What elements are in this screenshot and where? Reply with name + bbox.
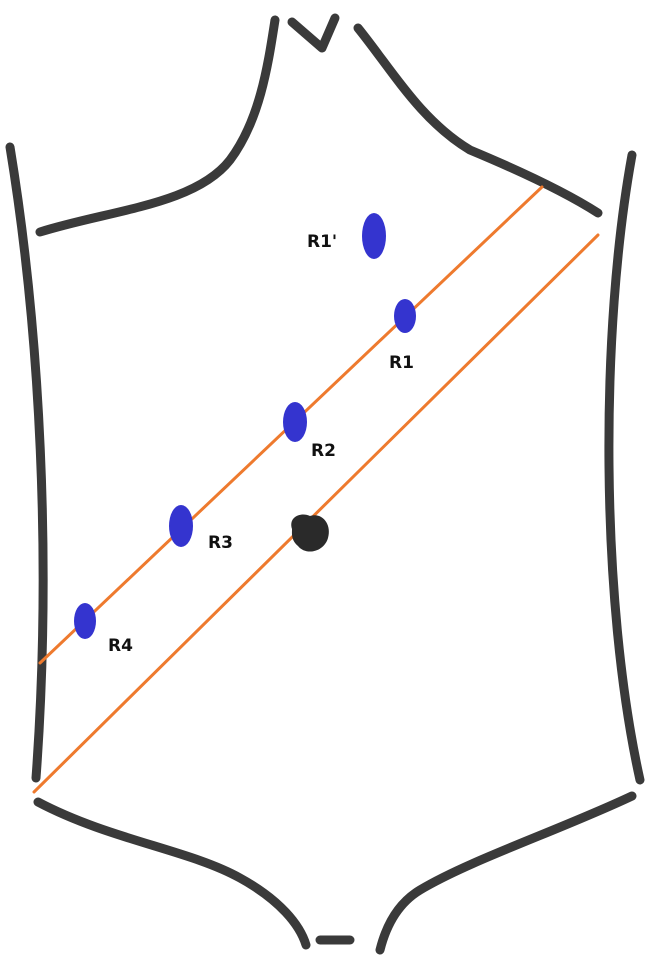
port-r2-marker xyxy=(283,402,307,442)
port-r1-marker xyxy=(394,299,416,333)
torso-right-groin xyxy=(375,791,637,955)
port-r3-label: R3 xyxy=(208,533,233,553)
port-r2-label: R2 xyxy=(311,441,336,461)
port-labels: R1' R1 R2 R3 R4 xyxy=(108,232,414,656)
neck-notch xyxy=(287,13,340,53)
torso-right-shoulder xyxy=(353,23,603,218)
torso-outline-icon xyxy=(5,13,645,955)
torso-left-shoulder xyxy=(35,15,280,237)
port-r4-marker xyxy=(74,603,96,639)
torso-left-side xyxy=(5,142,48,783)
ports xyxy=(74,213,416,639)
umbilicus-icon xyxy=(291,514,329,552)
torso-left-groin xyxy=(33,797,311,950)
port-r1-label: R1 xyxy=(389,353,414,373)
lower-reference-line xyxy=(32,233,600,794)
port-r1-prime-label: R1' xyxy=(307,232,337,252)
torso-right-side xyxy=(604,150,645,785)
port-r3-marker xyxy=(169,505,193,547)
port-r1-prime-marker xyxy=(362,213,386,259)
port-r4-label: R4 xyxy=(108,636,133,656)
